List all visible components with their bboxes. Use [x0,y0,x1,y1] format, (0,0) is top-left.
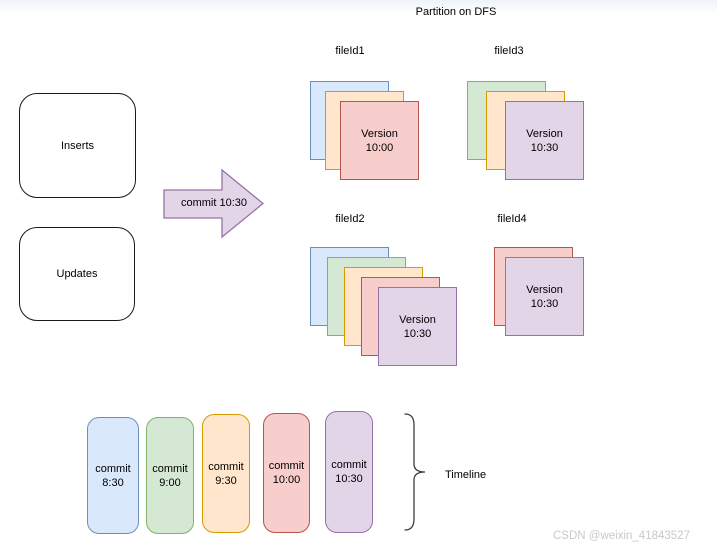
updates-label: Updates [56,268,98,280]
version-time: 10:30 [530,141,559,154]
commit-arrow-icon [163,168,265,239]
version-label-fileId1: Version 10:00 [340,101,419,180]
version-square-red [340,101,419,180]
timeline-label: Timeline [445,469,487,481]
file-group-label-fileId4: fileId4 [497,213,527,225]
commit-time: 10:00 [272,474,301,486]
version-label-fileId4: Version 10:30 [505,257,584,336]
watermark: CSDN @weixin_41843527 [553,530,690,542]
curly-brace-icon [404,413,426,531]
commit-word: commit [152,462,188,475]
commit-time: 9:00 [159,476,181,489]
commit-time: 10:30 [335,473,363,485]
version-label-fileId3: Version 10:30 [505,101,584,180]
updates-node: Updates [19,227,135,321]
file-group-label-fileId2: fileId2 [335,213,365,225]
diagram-title: Partition on DFS [415,6,497,18]
inserts-label: Inserts [60,139,94,152]
file-group-label-fileId1: fileId1 [335,45,365,57]
commit-arrow-label: commit 10:30 [180,197,248,209]
commit-word: commit [208,460,244,473]
version-square-purple [378,287,457,366]
commit-box-1000: commit 10:00 [263,413,310,533]
file-group-label-fileId3: fileId3 [494,45,524,57]
commit-word: commit [95,462,131,475]
version-label-fileId2: Version 10:30 [378,287,457,366]
commit-box-1030: commit 10:30 [325,411,373,533]
version-square-purple [505,101,584,180]
commit-time: 9:30 [215,474,237,487]
commit-word: commit [331,459,367,471]
commit-box-930: commit 9:30 [202,414,250,533]
commit-box-830: commit 8:30 [87,417,139,534]
inserts-node: Inserts [19,93,136,198]
version-time: 10:30 [403,327,432,340]
version-time: 10:00 [365,141,394,154]
version-word: Version [526,127,563,140]
version-word: Version [361,127,398,140]
version-square-purple [505,257,584,336]
version-word: Version [526,283,563,296]
version-word: Version [399,313,436,326]
commit-word: commit [268,460,305,472]
version-time: 10:30 [530,297,559,310]
commit-time: 8:30 [102,476,124,489]
commit-box-900: commit 9:00 [146,417,194,534]
